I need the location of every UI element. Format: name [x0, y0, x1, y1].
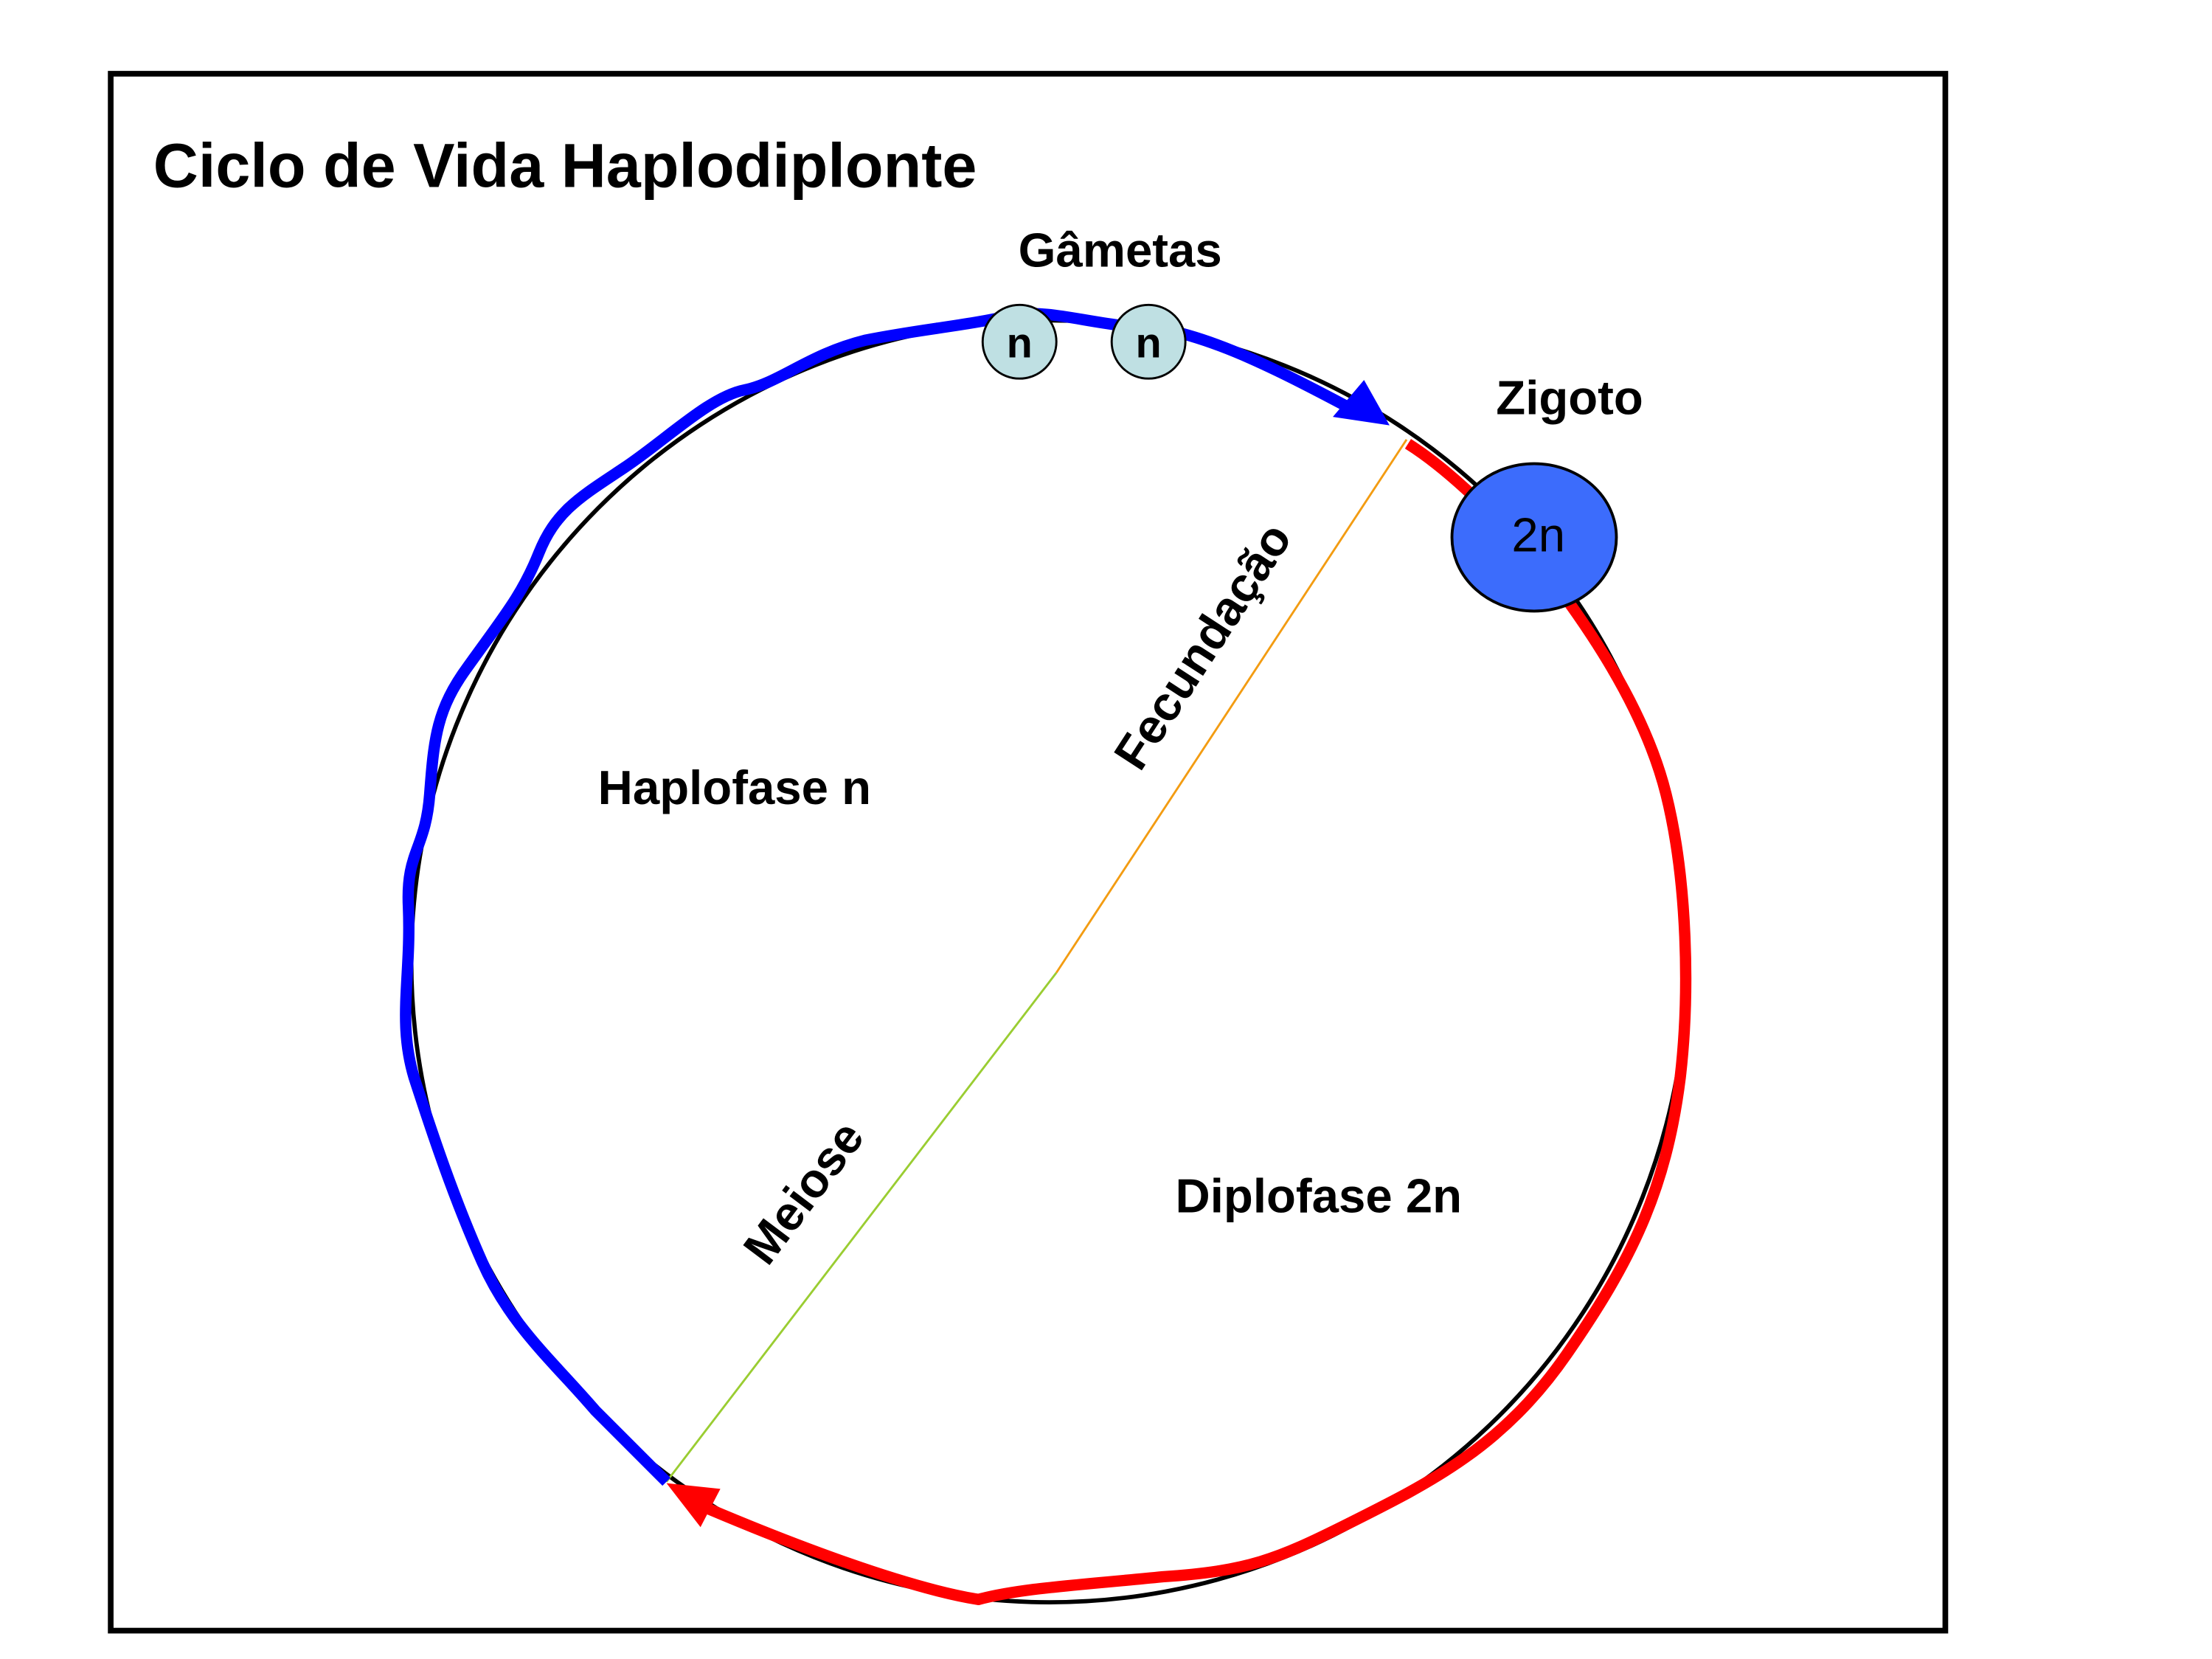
meiosis-line — [665, 971, 1058, 1483]
haplophase-arrow — [400, 308, 1365, 1486]
gametes-label: Gâmetas — [1019, 223, 1222, 277]
zygote-cell: 2n — [1450, 462, 1618, 613]
gamete-label: n — [1007, 319, 1033, 367]
gamete-label: n — [1136, 319, 1162, 367]
diplophase-arrow — [693, 439, 1692, 1605]
zygote-label: 2n — [1511, 508, 1565, 562]
zygote-title: Zigoto — [1496, 370, 1643, 424]
gamete-cell: n — [1110, 303, 1187, 380]
diagram-title: Ciclo de Vida Haplodiplonte — [153, 131, 977, 201]
fertilization-line — [1055, 439, 1408, 974]
diplophase-arrowhead — [666, 1483, 721, 1528]
meiosis-label: Meiose — [733, 1111, 875, 1274]
diplophase-label: Diplofase 2n — [1176, 1169, 1463, 1223]
haplophase-arrowhead — [1333, 380, 1390, 426]
haplophase-label: Haplofase n — [598, 761, 871, 814]
gamete-cell: n — [981, 303, 1058, 380]
frame-border — [108, 71, 1949, 1634]
